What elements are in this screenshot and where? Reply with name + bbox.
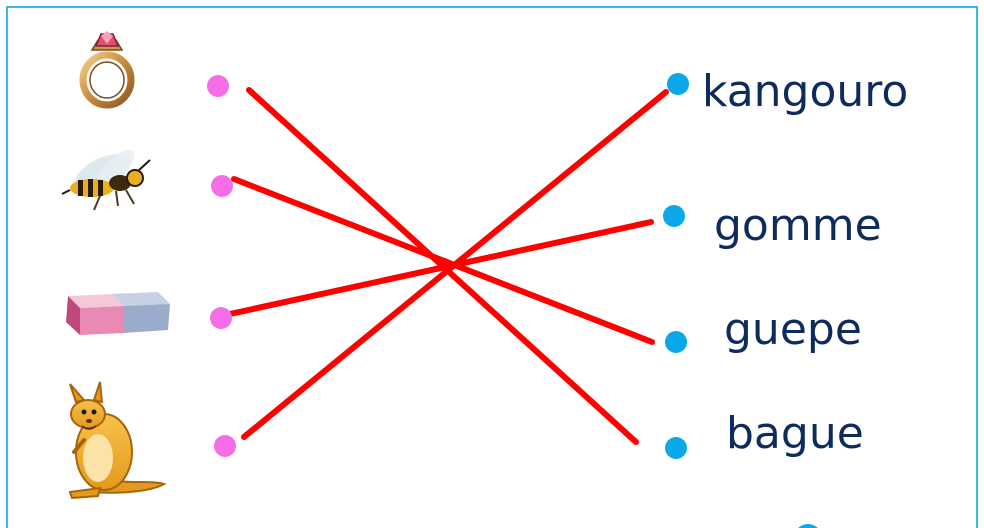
picture-dot-wasp[interactable] <box>211 175 233 197</box>
ring-icon <box>79 31 135 109</box>
word-dot-kangouro[interactable] <box>667 73 689 95</box>
wasp-icon <box>61 149 151 211</box>
connector-line-wasp-guepe <box>231 176 655 345</box>
word-dot-bague[interactable] <box>665 437 687 459</box>
kangaroo-icon <box>68 381 167 500</box>
partial-dot <box>798 524 818 528</box>
picture-dot-ring[interactable] <box>207 75 229 97</box>
picture-dot-kangaroo[interactable] <box>214 435 236 457</box>
word-dot-gomme[interactable] <box>663 205 685 227</box>
word-kangouro: kangouro <box>702 66 908 117</box>
word-gomme: gomme <box>714 200 882 251</box>
picture-dot-eraser[interactable] <box>210 307 232 329</box>
word-dot-guepe[interactable] <box>665 331 687 353</box>
word-bague: bague <box>726 408 864 459</box>
eraser-icon <box>66 292 170 335</box>
exercise-frame <box>6 6 978 528</box>
connector-line-eraser-gomme <box>227 219 654 317</box>
word-guepe: guepe <box>724 304 862 355</box>
connector-line-kangaroo-kangouro <box>241 89 669 440</box>
